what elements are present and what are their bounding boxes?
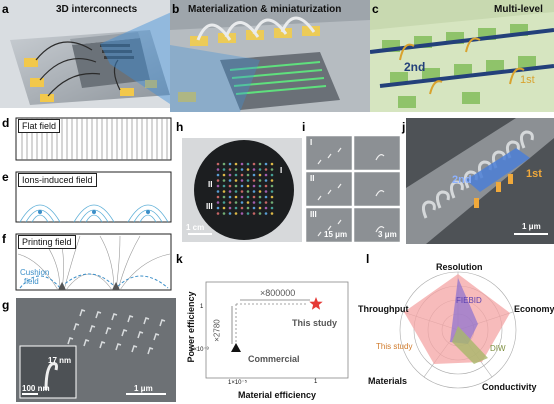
panel-c-title: Multi-level xyxy=(494,4,543,15)
panel-l-axis-resolution: Resolution xyxy=(436,262,483,272)
panel-k-xtick-1: 1×10⁻⁵ xyxy=(228,380,248,386)
panel-k-ytick-1: 1 xyxy=(200,304,204,310)
panel-e-field-label: Ions-induced field xyxy=(18,173,97,187)
panel-i-label: i xyxy=(302,120,306,134)
panel-g-inset-size: 17 nm xyxy=(48,356,72,365)
panel-h: h I II III 1 cm xyxy=(176,118,302,244)
panel-a: a 3D interconnects xyxy=(0,0,176,108)
panel-c: c Multi-level 2nd 1st xyxy=(369,0,554,112)
panel-g-scale: 1 μm xyxy=(134,384,153,393)
panel-k-this-study: This study xyxy=(292,318,338,328)
panel-b-illustration xyxy=(170,0,370,112)
panel-g-inset-scale: 100 nm xyxy=(22,384,50,393)
panel-l-label: l xyxy=(366,252,370,266)
panel-a-illustration xyxy=(0,0,176,108)
panel-k-xtick-2: 1 xyxy=(314,379,318,385)
panel-i-scale-left: 15 μm xyxy=(324,230,348,239)
panel-g-sem-image xyxy=(16,298,176,402)
panel-d-label: d xyxy=(2,116,10,130)
panel-f-field-label: Printing field xyxy=(18,235,76,249)
chart-point-this-study xyxy=(309,297,323,310)
panel-g-label: g xyxy=(2,298,10,312)
panel-d-field-label: Flat field xyxy=(18,119,61,133)
panel-h-scale: 1 cm xyxy=(186,223,205,232)
panel-e: e Ions-induced field xyxy=(0,168,176,226)
panel-i-sem-grid xyxy=(306,136,401,243)
panel-k-xlabel: Material efficiency xyxy=(238,390,317,400)
panel-k-chart xyxy=(205,281,349,379)
panel-j-label: j xyxy=(402,120,406,134)
panel-h-label: h xyxy=(176,120,184,134)
panel-e-label: e xyxy=(2,170,9,184)
panel-k-ratio-x: ×800000 xyxy=(260,288,296,298)
panel-i-roman-1: I xyxy=(310,138,313,147)
chart-point-commercial xyxy=(231,343,241,352)
panel-i: i I II III 15 μm 3 μm xyxy=(302,118,402,244)
panel-f-cushion: Cushion xyxy=(20,268,50,277)
panel-c-level-2: 2nd xyxy=(404,60,426,74)
panel-l-axis-throughput: Throughput xyxy=(358,304,409,314)
panel-k-ytick-2: 1×10⁻³ xyxy=(190,347,209,353)
panel-j: j 2nd 1st 1 μm xyxy=(402,118,554,244)
panel-i-scale-right: 3 μm xyxy=(378,230,397,239)
panel-b: b Materialization & miniaturization xyxy=(170,0,370,112)
panel-j-level-2: 2nd xyxy=(452,174,472,186)
panel-k-commercial: Commercial xyxy=(248,354,300,364)
panel-l-axis-conductivity: Conductivity xyxy=(482,382,537,392)
panel-g: g 17 nm 100 nm 1 μm xyxy=(0,296,176,404)
panel-f: f Printing field Cushion field xyxy=(0,230,176,292)
panel-h-roman-1: I xyxy=(280,166,283,175)
panel-l-series-diw: DIW xyxy=(490,344,506,353)
panel-c-illustration xyxy=(369,0,554,112)
panel-a-label: a xyxy=(2,2,9,16)
panel-f-cushion-field: field xyxy=(24,277,39,286)
panel-i-roman-2: II xyxy=(310,174,315,183)
panel-j-sem-image xyxy=(406,118,554,244)
panel-k-ratio-y: ×2780 xyxy=(212,319,222,342)
panel-k-ylabel: Power efficiency xyxy=(186,291,196,363)
panel-f-label: f xyxy=(2,232,6,246)
panel-b-label: b xyxy=(172,2,180,16)
panel-l: l Resolution Economy Conductivity Materi… xyxy=(356,252,554,404)
panel-l-axis-economy: Economy xyxy=(514,304,554,314)
panel-b-title: Materialization & miniaturization xyxy=(188,4,342,15)
panel-j-level-1: 1st xyxy=(526,168,542,180)
panel-a-title: 3D interconnects xyxy=(56,4,138,15)
panel-d: d Flat field xyxy=(0,114,176,164)
panel-l-radar xyxy=(399,271,517,389)
panel-h-wafer xyxy=(182,138,302,242)
panel-l-axis-materials: Materials xyxy=(368,376,408,386)
panel-l-series-fiebid: FIEBID xyxy=(456,296,482,305)
panel-k-label: k xyxy=(176,252,183,266)
panel-h-roman-3: III xyxy=(206,202,213,211)
panel-k: k Material efficiency Power efficiency 1… xyxy=(176,252,356,404)
panel-c-label: c xyxy=(372,2,379,16)
panel-j-scale: 1 μm xyxy=(522,222,541,231)
panel-i-roman-3: III xyxy=(310,210,317,219)
panel-c-level-1: 1st xyxy=(520,74,535,86)
panel-l-series-this-study: This study xyxy=(376,342,413,351)
panel-h-roman-2: II xyxy=(208,180,213,189)
